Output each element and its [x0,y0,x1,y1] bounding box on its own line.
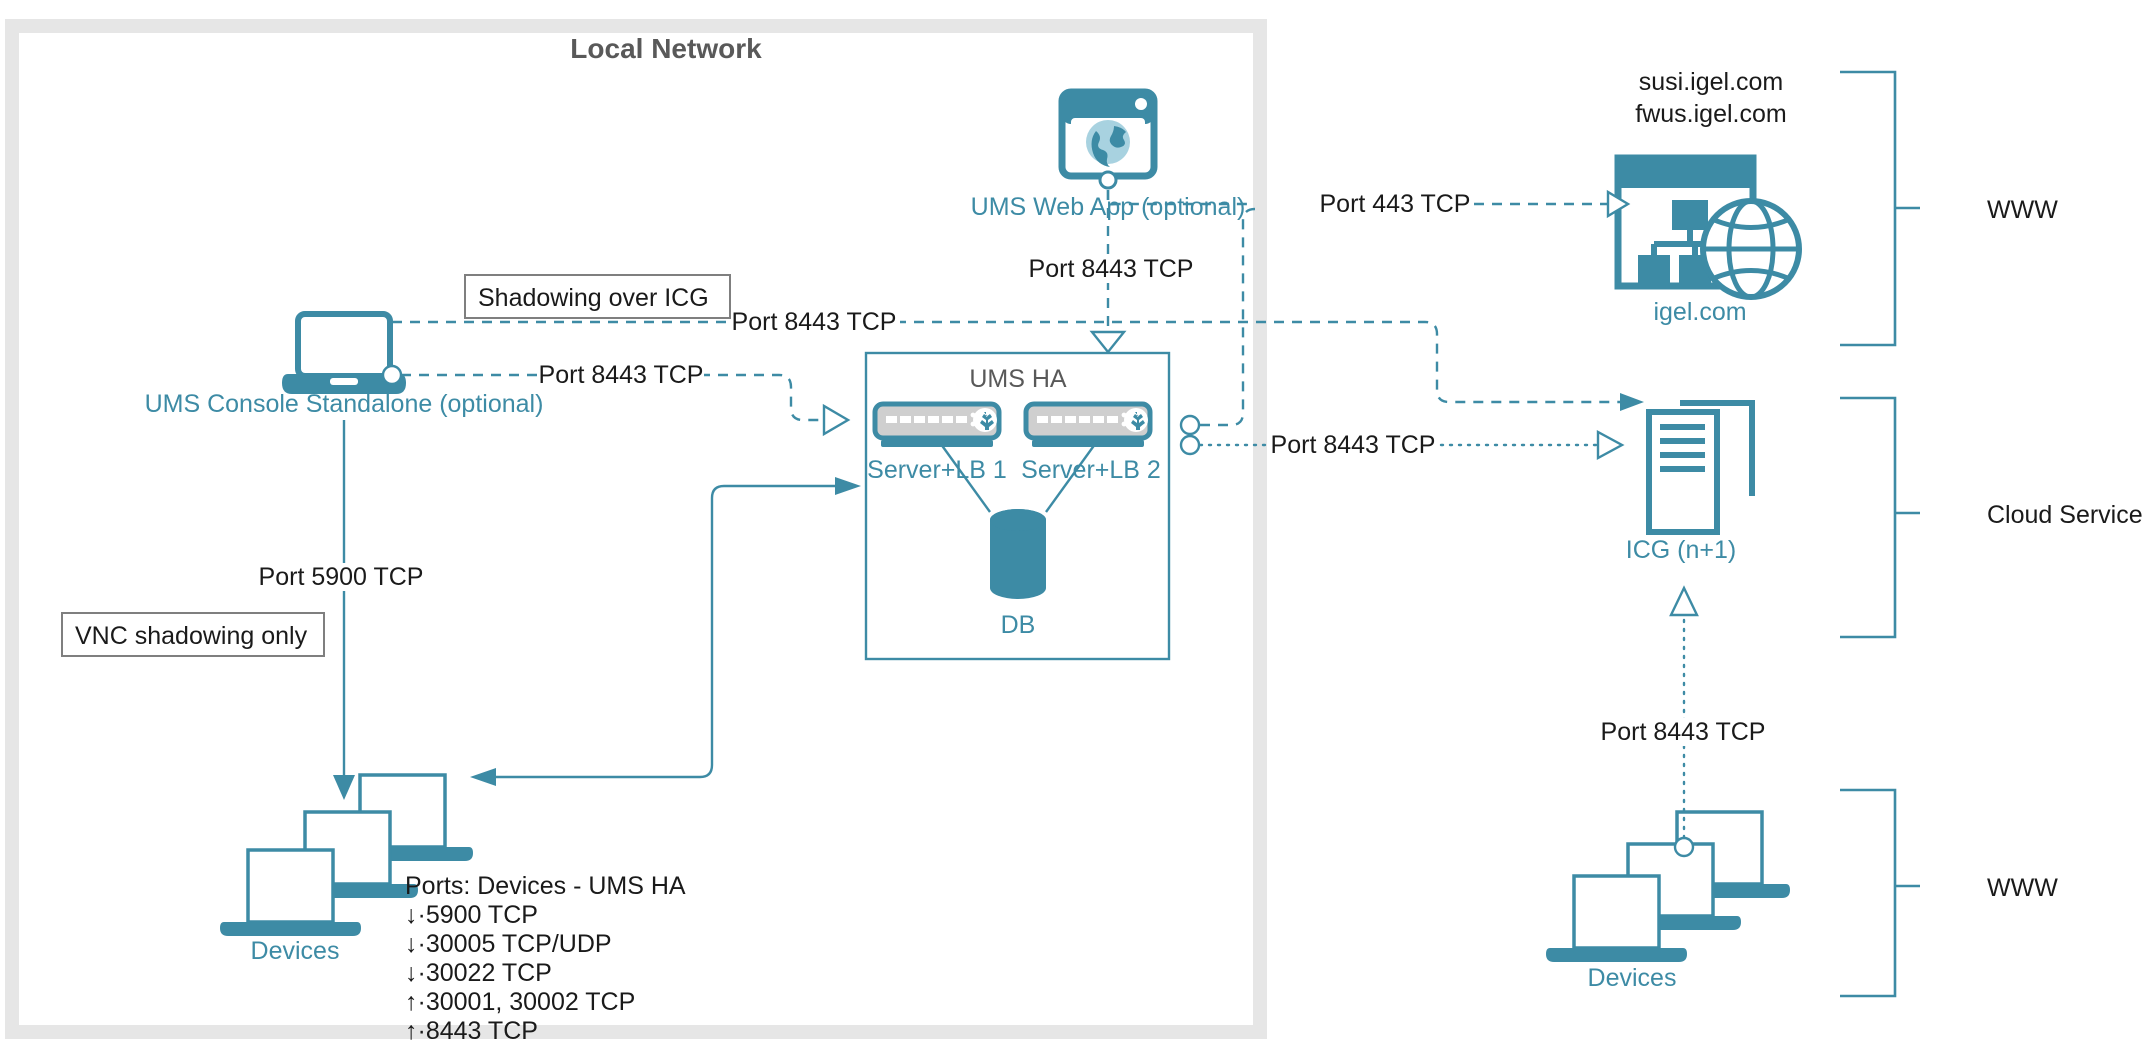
conn-webapp-to-igel [1106,190,1608,207]
conn-umsha-port-upper-route [1200,207,1256,427]
network-switch-icon [872,401,1002,447]
arrowhead-umsha-to-icg [1596,429,1625,461]
ums-ha-port-lower [1179,434,1201,456]
devices-left-label: Devices [251,937,340,965]
database-cylinder-icon [990,509,1046,599]
arrowhead-console-to-devices [333,775,355,800]
local-network-title: Local Network [570,33,762,64]
server-lb-1-node[interactable]: Server+LB 1 [867,401,1007,484]
brace-cloud-service: Cloud Service [1840,396,2143,639]
ums-console-connector-port [381,364,403,386]
laptop-icon [282,311,406,394]
arrowhead-devices-to-umsha [835,477,861,495]
devices-right-node[interactable]: Devices [1546,810,1790,992]
label-webapp-to-umsha: Port 8443 TCP [1029,255,1194,283]
laptops-stack-icon [220,773,473,936]
ports-note-line-0: ↓·5900 TCP [405,901,538,929]
label-bg-umsha-icg [1270,431,1436,459]
label-bg-devices-icg [1600,718,1766,746]
server-lb-2-node[interactable]: Server+LB 2 [1021,401,1161,484]
ports-note-line-4: ↑·8443 TCP [405,1017,538,1044]
ums-console-label: UMS Console Standalone (optional) [145,390,544,418]
database-node[interactable]: DB [990,509,1046,639]
arrowhead-webapp-to-umsha [1089,330,1127,354]
brace-www-top-label: WWW [1987,196,2058,224]
ports-devices-umsha-note: Ports: Devices - UMS HA ↓·5900 TCP ↓·300… [405,872,686,1044]
conn-devices-to-umsha [496,484,725,779]
devices-left-node[interactable]: Devices [220,773,473,965]
label-bg-webapp-igel [1322,190,1468,218]
label-console-to-umsha: Port 8443 TCP [539,361,704,389]
ports-note-line-3: ↑·30001, 30002 TCP [405,988,635,1016]
devices-right-connector-port [1673,836,1695,858]
devices-right-label: Devices [1588,964,1677,992]
arrowhead-devices-right-to-icg [1669,585,1699,617]
note-shadowing-text: Shadowing over ICG [478,284,709,312]
note-shadowing-box [464,274,731,319]
note-shadowing-over-icg: Shadowing over ICG [464,274,731,319]
server1-db-link [937,439,991,513]
note-vnc-text: VNC shadowing only [75,622,308,650]
server-lb-1-label: Server+LB 1 [867,456,1007,484]
arrowhead-webapp-to-igel [1606,189,1631,219]
label-console-to-devices: Port 5900 TCP [259,563,424,591]
label-bg-console-devices [258,563,424,591]
icg-label: ICG (n+1) [1626,536,1736,564]
arrowhead-umsha-to-devices [470,768,496,786]
label-bg-console-shadow-icg [728,308,900,336]
label-webapp-to-igel: Port 443 TCP [1319,190,1470,218]
igel-com-node[interactable]: susi.igel.com fwus.igel.com igel.com [1614,68,1802,326]
brace-www-bottom: WWW [1840,788,2058,998]
note-vnc-shadowing-only: VNC shadowing only [61,612,325,657]
ports-note-line-2: ↓·30022 TCP [405,959,552,987]
ums-ha-title: UMS HA [969,365,1067,393]
igel-hosts-line2: fwus.igel.com [1635,100,1786,128]
browser-globe-icon [1058,88,1158,190]
ports-note-title: Ports: Devices - UMS HA [405,872,686,900]
label-console-shadow-icg: Port 8443 TCP [732,308,897,336]
ums-web-app-node[interactable]: UMS Web App (optional) [971,88,1246,221]
website-globe-icon [1614,154,1802,300]
server-lb-2-label: Server+LB 2 [1021,456,1161,484]
arrowhead-console-to-umsha [822,403,851,437]
icg-node[interactable]: ICG (n+1) [1626,400,1755,564]
ums-console-node[interactable]: UMS Console Standalone (optional) [145,311,544,418]
brace-cloud-service-label: Cloud Service [1987,501,2143,529]
ports-note-line-1: ↓·30005 TCP/UDP [405,930,612,958]
brace-www-bottom-shape [1840,788,1920,998]
brace-cloud-service-shape [1840,396,1920,639]
label-bg-webapp-umsha [1026,255,1196,283]
brace-www-top-shape [1840,70,1920,347]
laptops-stack-icon [1546,810,1790,962]
label-umsha-to-icg: Port 8443 TCP [1271,431,1436,459]
igel-hosts-line1: susi.igel.com [1639,68,1784,96]
server-tower-icon [1646,400,1755,535]
igel-com-label: igel.com [1653,298,1746,326]
ums-ha-group: UMS HA [864,351,1201,661]
server2-db-link [1045,439,1099,513]
label-devices-right-to-icg: Port 8443 TCP [1601,718,1766,746]
note-vnc-box [61,612,325,657]
brace-www-bottom-label: WWW [1987,874,2058,902]
network-switch-icon [1023,401,1153,447]
ums-ha-port-upper [1179,414,1201,436]
brace-www-top: WWW [1840,70,2058,347]
database-label: DB [1001,611,1036,639]
conn-console-shadow-icg [392,320,1620,404]
conn-console-to-umsha [401,373,820,422]
arrowhead-console-shadow-icg [1620,393,1644,411]
ums-ha-box [864,351,1171,661]
local-network-group-box [5,19,1267,1039]
label-bg-console-umsha [538,361,704,389]
